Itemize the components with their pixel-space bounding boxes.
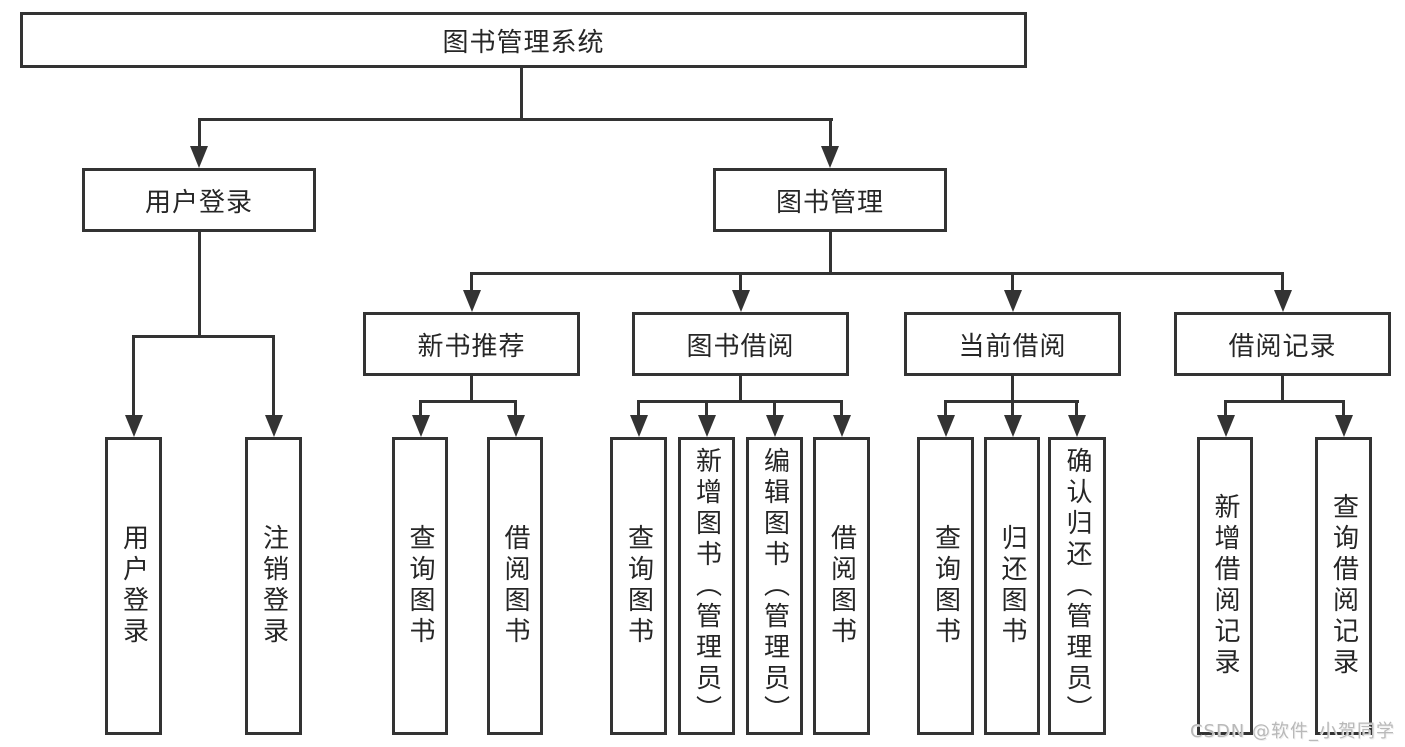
arrowhead-down-icon <box>1003 290 1022 312</box>
connector-line <box>419 400 517 403</box>
leaf-edit-book-admin: 编辑图书（管理员） <box>746 437 803 735</box>
leaf-query-borrow-record-label: 查询借阅记录 <box>1328 493 1359 679</box>
arrowhead-down-icon <box>1003 415 1022 437</box>
node-new-book-recommend: 新书推荐 <box>363 312 580 376</box>
connector-line <box>470 272 1284 275</box>
arrow-shaft <box>514 400 517 427</box>
leaf-query-books-borrow: 查询图书 <box>610 437 667 735</box>
leaf-query-books-recommend-label: 查询图书 <box>405 524 435 648</box>
arrow-shaft <box>944 400 947 427</box>
leaf-user-login: 用户登录 <box>105 437 162 735</box>
node-book-borrow-label: 图书借阅 <box>686 331 795 362</box>
arrow-shaft <box>197 118 201 158</box>
node-book-management-label: 图书管理 <box>775 187 884 218</box>
arrowhead-down-icon <box>821 146 839 168</box>
leaf-borrow-books-label: 借阅图书 <box>826 524 857 648</box>
node-user-login-label: 用户登录 <box>144 187 253 218</box>
node-root: 图书管理系统 <box>20 12 1027 68</box>
leaf-query-borrow-record: 查询借阅记录 <box>1315 437 1372 735</box>
arrowhead-down-icon <box>124 415 143 437</box>
arrow-shaft <box>1011 400 1014 427</box>
arrowhead-down-icon <box>832 415 851 437</box>
leaf-add-borrow-record: 新增借阅记录 <box>1197 437 1253 735</box>
arrowhead-down-icon <box>264 415 283 437</box>
node-current-borrow-label: 当前借阅 <box>958 331 1067 362</box>
arrow-shaft <box>840 400 843 427</box>
connector-line <box>828 232 832 275</box>
leaf-add-book-admin: 新增图书（管理员） <box>678 437 735 735</box>
node-book-management: 图书管理 <box>713 168 947 232</box>
arrow-shaft <box>1281 272 1284 302</box>
leaf-edit-book-admin-label: 编辑图书（管理员） <box>759 446 790 726</box>
arrowhead-down-icon <box>1216 415 1235 437</box>
arrowhead-down-icon <box>462 290 481 312</box>
connector-line <box>197 232 201 338</box>
leaf-logout-label: 注销登录 <box>258 524 289 648</box>
arrowhead-down-icon <box>1334 415 1353 437</box>
node-book-borrow: 图书借阅 <box>632 312 849 376</box>
leaf-add-book-admin-label: 新增图书（管理员） <box>691 446 722 726</box>
leaf-borrow-books-recommend: 借阅图书 <box>487 437 543 735</box>
connector-line <box>520 68 523 121</box>
leaf-query-books-current: 查询图书 <box>917 437 974 735</box>
arrow-shaft <box>637 400 640 427</box>
node-root-label: 图书管理系统 <box>442 27 605 58</box>
leaf-confirm-return-admin-label: 确认归还（管理员） <box>1062 446 1092 726</box>
arrowhead-down-icon <box>506 415 525 437</box>
arrowhead-down-icon <box>731 290 750 312</box>
leaf-logout: 注销登录 <box>245 437 302 735</box>
leaf-borrow-books: 借阅图书 <box>813 437 870 735</box>
arrowhead-down-icon <box>1067 415 1086 437</box>
connector-line <box>1224 400 1345 403</box>
connector-line <box>1011 376 1014 403</box>
arrow-shaft <box>705 400 708 427</box>
arrow-shaft <box>470 272 473 302</box>
leaf-confirm-return-admin: 确认归还（管理员） <box>1048 437 1106 735</box>
arrow-shaft <box>132 335 135 427</box>
connector-line <box>1281 376 1284 403</box>
arrow-shaft <box>828 118 832 158</box>
leaf-query-books-borrow-label: 查询图书 <box>623 524 654 648</box>
arrow-shaft <box>1224 400 1227 427</box>
leaf-add-borrow-record-label: 新增借阅记录 <box>1210 493 1240 679</box>
node-current-borrow: 当前借阅 <box>904 312 1121 376</box>
leaf-return-book-label: 归还图书 <box>997 524 1027 648</box>
arrowhead-down-icon <box>411 415 430 437</box>
arrow-shaft <box>773 400 776 427</box>
connector-line <box>470 376 473 403</box>
arrow-shaft <box>1011 272 1014 302</box>
connector-line <box>637 400 843 403</box>
leaf-query-books-current-label: 查询图书 <box>930 524 961 648</box>
node-borrow-records: 借阅记录 <box>1174 312 1391 376</box>
arrowhead-down-icon <box>629 415 648 437</box>
connector-line <box>132 335 275 338</box>
leaf-return-book: 归还图书 <box>984 437 1040 735</box>
connector-line <box>739 376 742 403</box>
arrowhead-down-icon <box>936 415 955 437</box>
arrow-shaft <box>1342 400 1345 427</box>
arrow-shaft <box>272 335 275 427</box>
watermark-text: CSDN @软件_小贺同学 <box>1189 721 1395 742</box>
arrowhead-down-icon <box>765 415 784 437</box>
node-new-book-recommend-label: 新书推荐 <box>417 331 526 362</box>
arrow-shaft <box>419 400 422 427</box>
arrow-shaft <box>1075 400 1078 427</box>
node-borrow-records-label: 借阅记录 <box>1228 331 1337 362</box>
connector-line <box>197 118 833 121</box>
leaf-query-books-recommend: 查询图书 <box>392 437 448 735</box>
arrow-shaft <box>739 272 742 302</box>
arrowhead-down-icon <box>697 415 716 437</box>
arrowhead-down-icon <box>190 146 208 168</box>
leaf-user-login-label: 用户登录 <box>118 524 149 648</box>
leaf-borrow-books-recommend-label: 借阅图书 <box>500 524 530 648</box>
node-user-login: 用户登录 <box>82 168 316 232</box>
arrowhead-down-icon <box>1273 290 1292 312</box>
